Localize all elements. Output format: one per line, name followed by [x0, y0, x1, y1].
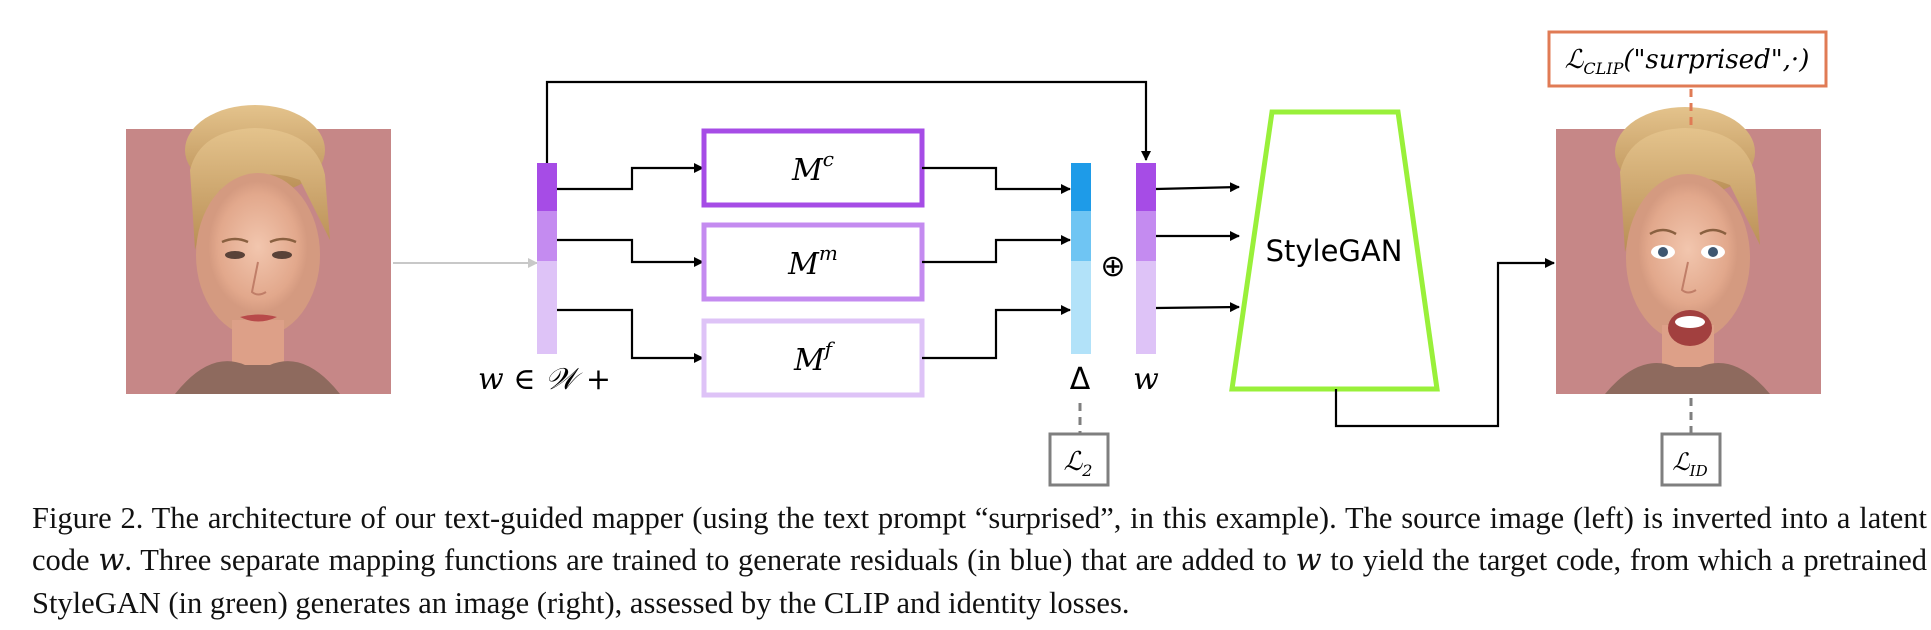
caption-text-3: to yield the target code, from which a p… — [32, 543, 1928, 620]
caption-var-w-1: w — [98, 543, 125, 578]
l2-loss-box: ℒ2 — [1048, 432, 1110, 487]
mapper-box-fine: Mf — [701, 318, 925, 398]
stylegan-block: StyleGAN — [1229, 109, 1440, 392]
source-face-image — [126, 105, 391, 394]
mm-to-residual-arrow — [922, 235, 1071, 264]
w-to-stylegan-arrow-1 — [1155, 182, 1240, 193]
residual-segment-coarse — [1071, 163, 1091, 211]
svg-text:Mc: Mc — [791, 147, 834, 188]
latent-label: w ∈ 𝒲 + — [478, 362, 611, 397]
caption-var-w-2: w — [1295, 543, 1322, 578]
latent-segment-fine — [537, 261, 557, 354]
clip-loss-symbol: ℒ — [1565, 45, 1585, 75]
figure-caption: Figure 2. The architecture of our text-g… — [32, 497, 1927, 624]
l2-loss-sub: 2 — [1081, 461, 1092, 480]
mapper-coarse-sup: c — [823, 147, 834, 171]
caption-text-1: Figure 2. The architecture of our text-g… — [32, 501, 1927, 577]
target-w-bar — [1136, 163, 1156, 354]
stylegan-to-output-arrow — [1334, 258, 1555, 428]
svg-text:Mm: Mm — [787, 241, 838, 282]
stylegan-label: StyleGAN — [1266, 234, 1403, 268]
svg-text:ℒID: ℒID — [1672, 448, 1707, 480]
svg-text:ℒCLIP("surprised",·): ℒCLIP("surprised",·) — [1565, 45, 1810, 78]
id-loss-box: ℒID — [1660, 432, 1722, 487]
delta-label: Δ — [1070, 362, 1091, 397]
residual-segment-fine — [1071, 261, 1091, 354]
mc-to-residual-arrow — [922, 166, 1071, 194]
id-loss-sub: ID — [1689, 462, 1708, 480]
target-segment-coarse — [1136, 163, 1156, 211]
mapper-medium-sup: m — [819, 241, 838, 265]
mapper-box-coarse: Mc — [701, 128, 925, 208]
clip-loss-box: ℒCLIP("surprised",·) — [1547, 30, 1828, 88]
target-segment-medium — [1136, 211, 1156, 261]
clip-loss-sub: CLIP — [1583, 59, 1623, 78]
skip-connection-line — [545, 80, 1151, 163]
w-to-stylegan-arrow-3 — [1155, 302, 1240, 313]
latent-segment-medium — [537, 211, 557, 261]
oplus-symbol: ⊕ — [1100, 249, 1125, 284]
mapper-box-medium: Mm — [701, 222, 925, 302]
mapper-coarse-label: M — [791, 153, 824, 188]
id-loss-symbol: ℒ — [1672, 448, 1690, 476]
clip-loss-args: ("surprised",·) — [1623, 45, 1809, 75]
architecture-diagram: Mc Mm Mf ⊕ StyleGAN — [126, 30, 1828, 487]
latent-w-bar — [537, 163, 557, 354]
mapper-medium-label: M — [787, 247, 820, 282]
target-segment-fine — [1136, 261, 1156, 354]
mf-to-residual-arrow — [922, 305, 1071, 360]
latent-to-mc-arrow — [557, 163, 704, 191]
latent-to-mm-arrow — [557, 238, 704, 267]
output-face-image — [1556, 107, 1821, 394]
svg-text:ℒ2: ℒ2 — [1064, 447, 1093, 480]
l2-loss-symbol: ℒ — [1064, 447, 1084, 477]
residual-segment-medium — [1071, 211, 1091, 261]
w-label: w — [1133, 362, 1159, 397]
caption-text-2: . Three separate mapping functions are t… — [124, 543, 1296, 577]
caption-paragraph: Figure 2. The architecture of our text-g… — [32, 497, 1927, 624]
latent-to-mf-arrow — [557, 308, 704, 363]
mapper-fine-label: M — [793, 343, 826, 378]
latent-segment-coarse — [537, 163, 557, 211]
residual-delta-bar — [1071, 163, 1091, 354]
